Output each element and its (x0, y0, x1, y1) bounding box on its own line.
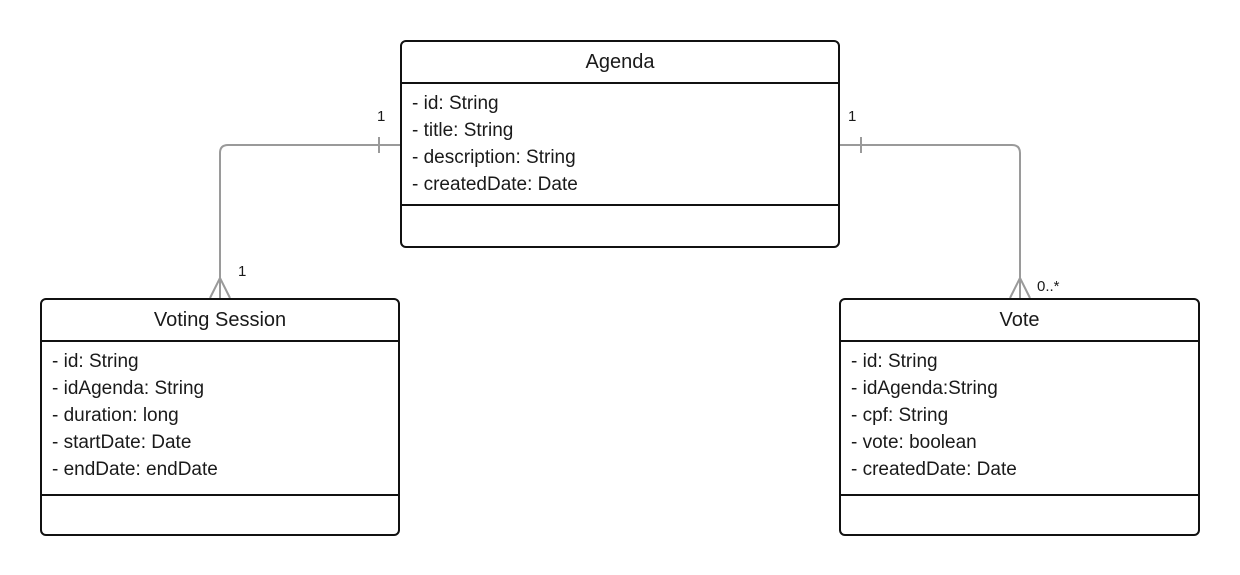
methods-agenda (402, 206, 838, 246)
attribute: - cpf: String (851, 405, 949, 426)
attribute: - vote: boolean (851, 432, 977, 453)
class-vote[interactable]: Vote - id: String - idAgenda:String - cp… (839, 298, 1200, 536)
attribute: - idAgenda: String (52, 378, 205, 399)
methods-voting-session (42, 496, 398, 534)
attributes-voting-session: - id: String - idAgenda: String - durati… (42, 342, 398, 496)
attribute: - endDate: endDate (52, 459, 218, 480)
class-name-voting-session: Voting Session (42, 300, 398, 342)
crowfoot-vote (1009, 275, 1031, 299)
attribute: - title: String (412, 120, 514, 141)
attribute: - id: String (412, 93, 499, 114)
connector-agenda-vote (840, 137, 1031, 299)
multiplicity-session-end: 1 (238, 263, 247, 280)
class-name-agenda: Agenda (402, 42, 838, 84)
class-name-vote: Vote (841, 300, 1198, 342)
attributes-vote: - id: String - idAgenda:String - cpf: St… (841, 342, 1198, 496)
attribute: - id: String (52, 351, 139, 372)
class-voting-session[interactable]: Voting Session - id: String - idAgenda: … (40, 298, 400, 536)
attribute: - createdDate: Date (851, 459, 1017, 480)
attribute: - id: String (851, 351, 938, 372)
attributes-agenda: - id: String - title: String - descripti… (402, 84, 838, 206)
attribute: - duration: long (52, 405, 179, 426)
multiplicity-agenda-session-end: 1 (377, 108, 386, 125)
attribute: - startDate: Date (52, 432, 192, 453)
attribute: - idAgenda:String (851, 378, 998, 399)
multiplicity-agenda-vote-end: 1 (848, 108, 857, 125)
multiplicity-vote-end: 0..* (1037, 278, 1060, 295)
attribute: - description: String (412, 147, 576, 168)
methods-vote (841, 496, 1198, 534)
class-agenda[interactable]: Agenda - id: String - title: String - de… (400, 40, 840, 248)
attribute: - createdDate: Date (412, 174, 578, 195)
crowfoot-voting-session (209, 275, 231, 299)
connector-agenda-voting-session (209, 137, 400, 299)
